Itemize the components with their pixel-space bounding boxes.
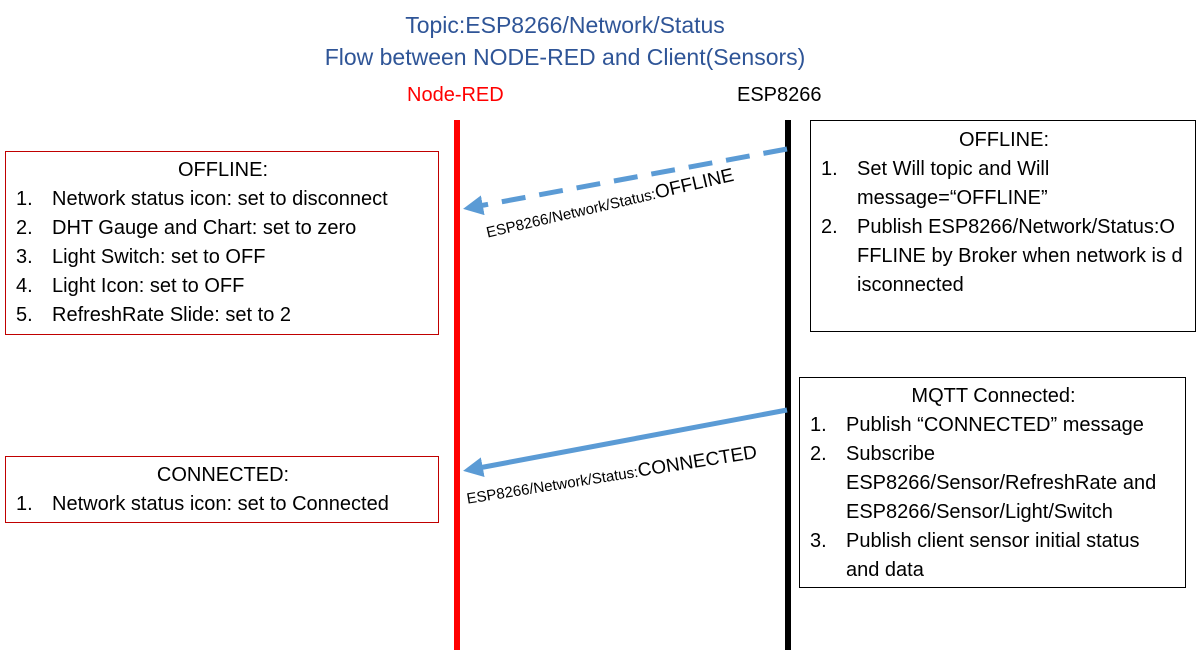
node-red-offline-box: OFFLINE: 1. Network status icon: set to d… [5,151,439,335]
diagram-subtitle: Flow between NODE-RED and Client(Sensors… [324,44,806,70]
diagram-title: Topic:ESP8266/Network/Status [405,12,725,38]
list-item: 4. Light Icon: set to OFF [16,272,430,301]
node-red-offline-title: OFFLINE: [177,159,268,181]
list-item-text: Set Will topic and Will message=“OFFLINE… [857,158,1050,209]
list-item-text: Network status icon: set to disconnect [52,188,388,210]
list-item-text: Publish ESP8266/Network/Status:OFFLINE b… [857,216,1183,296]
list-item-text: Publish client sensor initial status and… [846,530,1140,581]
list-item-text: DHT Gauge and Chart: set to zero [52,217,357,239]
list-item: 1. Publish “CONNECTED” message [810,411,1177,440]
list-item: 5. RefreshRate Slide: set to 2 [16,301,430,330]
esp8266-connected-title: MQTT Connected: [911,385,1076,407]
esp8266-offline-list: 1. Set Will topic and Will message=“OFFLI… [821,155,1187,300]
offline-message-arrow [463,146,788,216]
list-item-text: Light Switch: set to OFF [52,246,266,268]
list-item-text: Network status icon: set to Connected [52,493,389,515]
list-item-text: Publish “CONNECTED” message [846,414,1144,436]
list-item-number: 2. [821,216,838,238]
list-item-text: Light Icon: set to OFF [52,275,245,297]
list-item-number: 2. [16,217,33,239]
list-item: 2. DHT Gauge and Chart: set to zero [16,214,430,243]
node-red-lane-label: Node-RED [407,84,504,106]
list-item-number: 3. [810,530,827,552]
esp8266-lifeline [785,120,791,650]
node-red-connected-box: CONNECTED: 1. Network status icon: set to… [5,456,439,523]
list-item: 1. Network status icon: set to disconnect [16,185,430,214]
esp8266-offline-title: OFFLINE: [958,129,1049,151]
list-item-number: 3. [16,246,33,268]
list-item-number: 4. [16,275,33,297]
list-item-number: 5. [16,304,33,326]
list-item-number: 1. [16,493,33,515]
list-item-number: 2. [810,443,827,465]
list-item-number: 1. [810,414,827,436]
list-item: 3. Publish client sensor initial status a… [810,527,1177,585]
esp8266-lane-label: ESP8266 [737,84,822,106]
node-red-lifeline [454,120,460,650]
list-item: 3. Light Switch: set to OFF [16,243,430,272]
list-item: 2. Publish ESP8266/Network/Status:OFFLINE… [821,213,1187,300]
list-item-text: RefreshRate Slide: set to 2 [52,304,292,326]
node-red-connected-title: CONNECTED: [156,464,290,486]
connected-message-arrow [463,407,788,478]
esp8266-connected-list: 1. Publish “CONNECTED” message 2. Subscrib… [810,411,1177,585]
list-item-number: 1. [16,188,33,210]
node-red-connected-list: 1. Network status icon: set to Connected [16,490,430,519]
list-item-number: 1. [821,158,838,180]
list-item: 2. Subscribe ESP8266/Sensor/RefreshRate a… [810,440,1177,527]
esp8266-offline-box: OFFLINE: 1. Set Will topic and Will messa… [810,120,1196,332]
node-red-offline-list: 1. Network status icon: set to disconnect… [16,185,430,330]
list-item: 1. Network status icon: set to Connected [16,490,430,519]
esp8266-connected-box: MQTT Connected: 1. Publish “CONNECTED” me… [799,377,1186,588]
list-item: 1. Set Will topic and Will message=“OFFLI… [821,155,1187,213]
list-item-text: Subscribe ESP8266/Sensor/RefreshRate and… [846,443,1157,523]
